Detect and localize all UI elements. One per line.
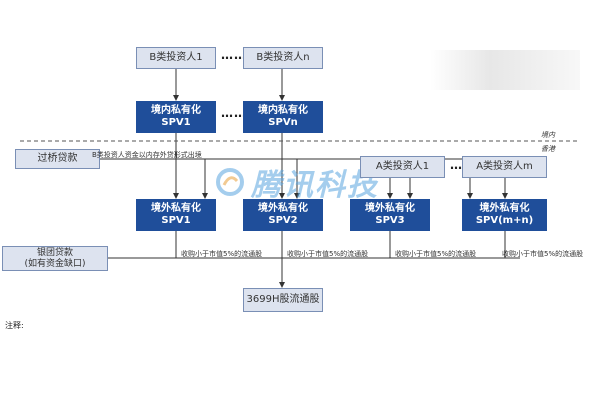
syndicated-loan-line2: (如有资金缺口) bbox=[24, 258, 86, 269]
overseas-spv-2-box: 境外私有化SPV2 bbox=[243, 199, 323, 231]
overseas-spv-mn-box: 境外私有化 SPV(m+n) bbox=[462, 199, 547, 231]
acquisition-label-2: 收购小于市值5%的流通股 bbox=[287, 250, 369, 258]
b-investor-1-box: B类投资人1 bbox=[136, 47, 216, 69]
region-hk-label: 香港 bbox=[541, 145, 555, 153]
ellipsis-b: …… bbox=[221, 48, 247, 62]
domestic-spv-1-box: 境内私有化SPV1 bbox=[136, 101, 216, 133]
b-investor-n-box: B类投资人n bbox=[243, 47, 323, 69]
a-investor-1-box: A类投资人1 bbox=[360, 156, 445, 178]
syndicated-loan-line1: 银团贷款 bbox=[36, 247, 73, 258]
note-label: 注释: bbox=[5, 321, 24, 330]
ellipsis-dom: …… bbox=[221, 106, 247, 120]
b-outbound-label: B类投资人资金以内存外贷形式出境 bbox=[92, 151, 202, 159]
tencent-logo-icon bbox=[216, 168, 244, 196]
acquisition-label-1: 收购小于市值5%的流通股 bbox=[181, 250, 263, 258]
acquisition-label-4: 收购小于市值5%的流通股 bbox=[502, 250, 584, 258]
bridge-loan-box: 过桥贷款 bbox=[15, 149, 100, 169]
overseas-spv-mn-line2: SPV(m+n) bbox=[475, 215, 534, 226]
watermark: 腾讯科技 bbox=[215, 160, 379, 204]
background-smudge bbox=[430, 50, 580, 90]
domestic-spv-n-box: 境内私有化SPVn bbox=[243, 101, 323, 133]
target-shares-box: 3699H股流通股 bbox=[243, 288, 323, 312]
a-investor-m-box: A类投资人m bbox=[462, 156, 547, 178]
overseas-spv-3-box: 境外私有化SPV3 bbox=[350, 199, 430, 231]
acquisition-label-3: 收购小于市值5%的流通股 bbox=[395, 250, 477, 258]
region-inland-label: 境内 bbox=[541, 131, 555, 139]
watermark-text: 腾讯科技 bbox=[251, 168, 379, 203]
overseas-spv-mn-line1: 境外私有化 bbox=[479, 203, 530, 214]
syndicated-loan-box: 银团贷款 (如有资金缺口) bbox=[2, 246, 108, 271]
overseas-spv-1-box: 境外私有化SPV1 bbox=[136, 199, 216, 231]
